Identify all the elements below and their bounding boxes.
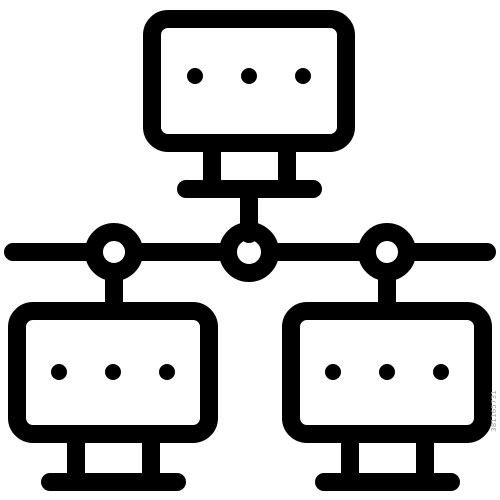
top-monitor-screen xyxy=(143,10,355,152)
center-node-circle xyxy=(219,222,279,282)
top-computer-icon xyxy=(143,10,355,198)
watermark-id-text: 381165731 xyxy=(490,390,498,432)
bottom-right-computer-icon xyxy=(282,302,492,491)
bottom-right-monitor-dots xyxy=(325,364,449,380)
bottom-right-monitor-screen xyxy=(282,302,492,443)
bottom-left-monitor-dots xyxy=(51,364,175,380)
top-monitor-dots xyxy=(187,68,311,84)
bottom-left-monitor-screen xyxy=(8,302,218,443)
bottom-left-computer-icon xyxy=(8,302,218,491)
